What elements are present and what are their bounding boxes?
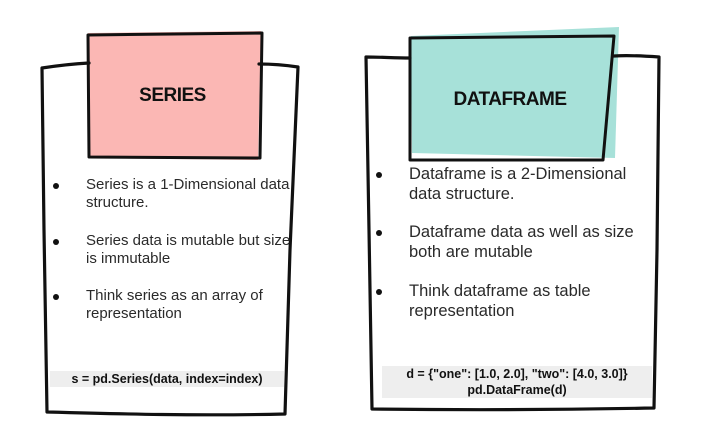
code-line: s = pd.Series(data, index=index): [71, 372, 263, 386]
code-line: d = {"one": [1.0, 2.0], "two": [4.0, 3.0…: [406, 367, 628, 381]
dataframe-card-outline: [364, 53, 661, 412]
list-item: Dataframe is a 2-Dimensional data struct…: [376, 164, 657, 204]
bullet-text: Series is a 1-Dimensional data structure…: [86, 176, 290, 212]
series-tab-outline: [86, 31, 264, 160]
series-title: SERIES: [139, 85, 206, 106]
dataframe-code-snippet: d = {"one": [1.0, 2.0], "two": [4.0, 3.0…: [382, 366, 652, 398]
list-item: Series is a 1-Dimensional data structure…: [53, 176, 296, 213]
dataframe-tab-outline: [408, 34, 616, 162]
dataframe-title: DATAFRAME: [453, 89, 568, 110]
dataframe-tab-fill: [411, 27, 619, 158]
dataframe-bullet-list: Dataframe is a 2-Dimensional data struct…: [376, 164, 657, 321]
bullet-text: Series data is mutable but size is immut…: [86, 231, 291, 267]
bullet-dot-icon: [376, 288, 382, 295]
bullet-dot-icon: [53, 183, 59, 189]
bullet-text: Think series as an array of representati…: [86, 287, 263, 323]
list-item: Dataframe data as well as size both are …: [376, 222, 657, 262]
series-card-outline: [40, 61, 300, 417]
bullet-text: Dataframe data as well as size both are …: [409, 223, 634, 262]
bullet-dot-icon: [376, 230, 382, 237]
code-line: pd.DataFrame(d): [467, 383, 567, 397]
bullet-dot-icon: [53, 238, 59, 245]
bullet-dot-icon: [53, 294, 59, 301]
series-bullet-list: Series is a 1-Dimensional data structure…: [53, 176, 296, 324]
bullet-dot-icon: [376, 172, 382, 178]
list-item: Series data is mutable but size is immut…: [53, 231, 296, 269]
bullet-text: Dataframe is a 2-Dimensional data struct…: [409, 165, 627, 204]
series-tab-fill: [88, 31, 261, 160]
list-item: Think dataframe as table representation: [376, 281, 657, 321]
series-code-snippet: s = pd.Series(data, index=index): [50, 371, 284, 387]
list-item: Think series as an array of representati…: [53, 287, 296, 324]
bullet-text: Think dataframe as table representation: [409, 281, 591, 320]
